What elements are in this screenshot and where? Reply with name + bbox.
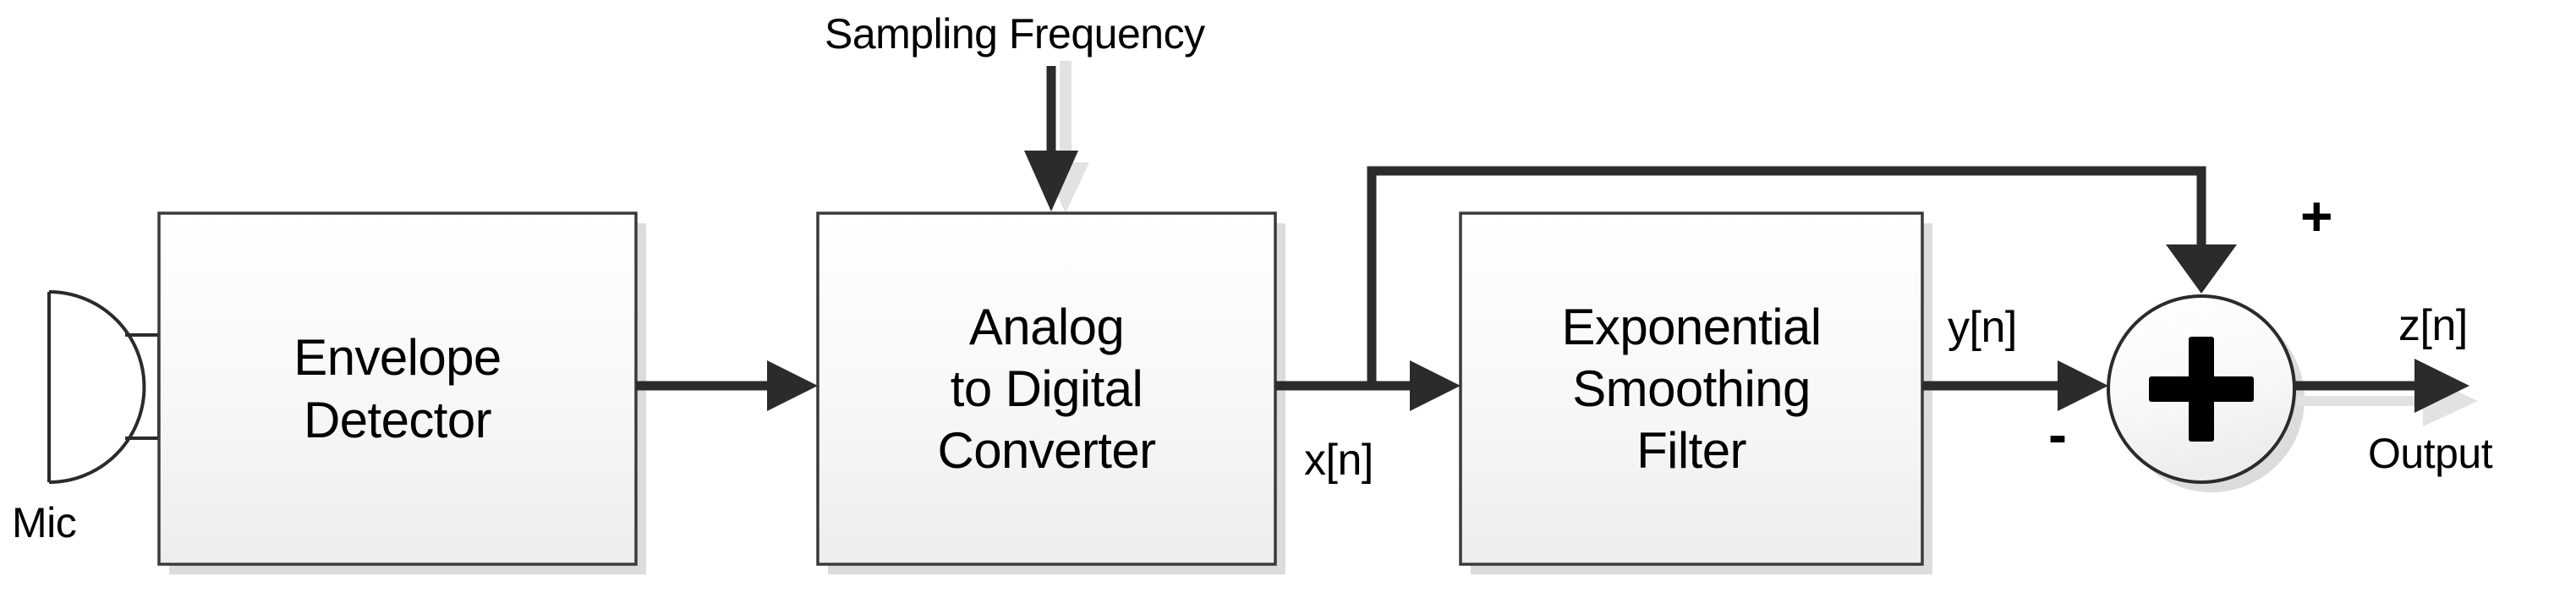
adc-line-3: Converter <box>937 422 1156 480</box>
arrowhead-feedforward-to-sum <box>2166 244 2237 294</box>
envelope-detector-box <box>157 211 638 566</box>
envelope-detector-label: Envelope Detector <box>159 213 636 564</box>
arrowhead-esf-to-sum <box>2058 360 2108 411</box>
esf-line-2: Smoothing <box>1572 360 1811 417</box>
output-label: Output <box>2368 430 2493 477</box>
signal-label-x: x[n] <box>1304 436 1373 485</box>
adc-line-1: Analog <box>968 298 1125 355</box>
analog-to-digital-converter-box <box>816 211 1277 566</box>
arrowhead-output <box>2414 359 2469 413</box>
wire-feedforward-branch <box>1367 166 2206 386</box>
microphone-capsule-icon <box>47 290 161 484</box>
arrowhead-envelope-to-adc <box>767 360 818 411</box>
envelope-detector-line-2: Detector <box>304 391 492 448</box>
envelope-detector-line-1: Envelope <box>293 329 501 387</box>
esf-line-1: Exponential <box>1561 298 1822 355</box>
mic-label: Mic <box>12 499 77 546</box>
signal-label-y: y[n] <box>1948 303 2017 352</box>
summing-junction-plus-sign: + <box>2300 184 2333 247</box>
exponential-smoothing-filter-label: Exponential Smoothing Filter <box>1461 213 1922 564</box>
adc-line-2: to Digital <box>950 360 1143 417</box>
signal-label-z: z[n] <box>2398 301 2468 350</box>
esf-line-3: Filter <box>1636 422 1746 480</box>
arrowhead-adc-to-esf <box>1410 360 1461 411</box>
exponential-smoothing-filter-box <box>1459 211 1924 566</box>
arrowhead-sampling-frequency <box>1024 151 1078 211</box>
analog-to-digital-converter-label: Analog to Digital Converter <box>818 213 1275 564</box>
summing-junction-minus-sign: - <box>2048 403 2067 465</box>
summing-junction-plus-glyph <box>2149 337 2254 442</box>
sampling-frequency-label: Sampling Frequency <box>825 10 1205 58</box>
